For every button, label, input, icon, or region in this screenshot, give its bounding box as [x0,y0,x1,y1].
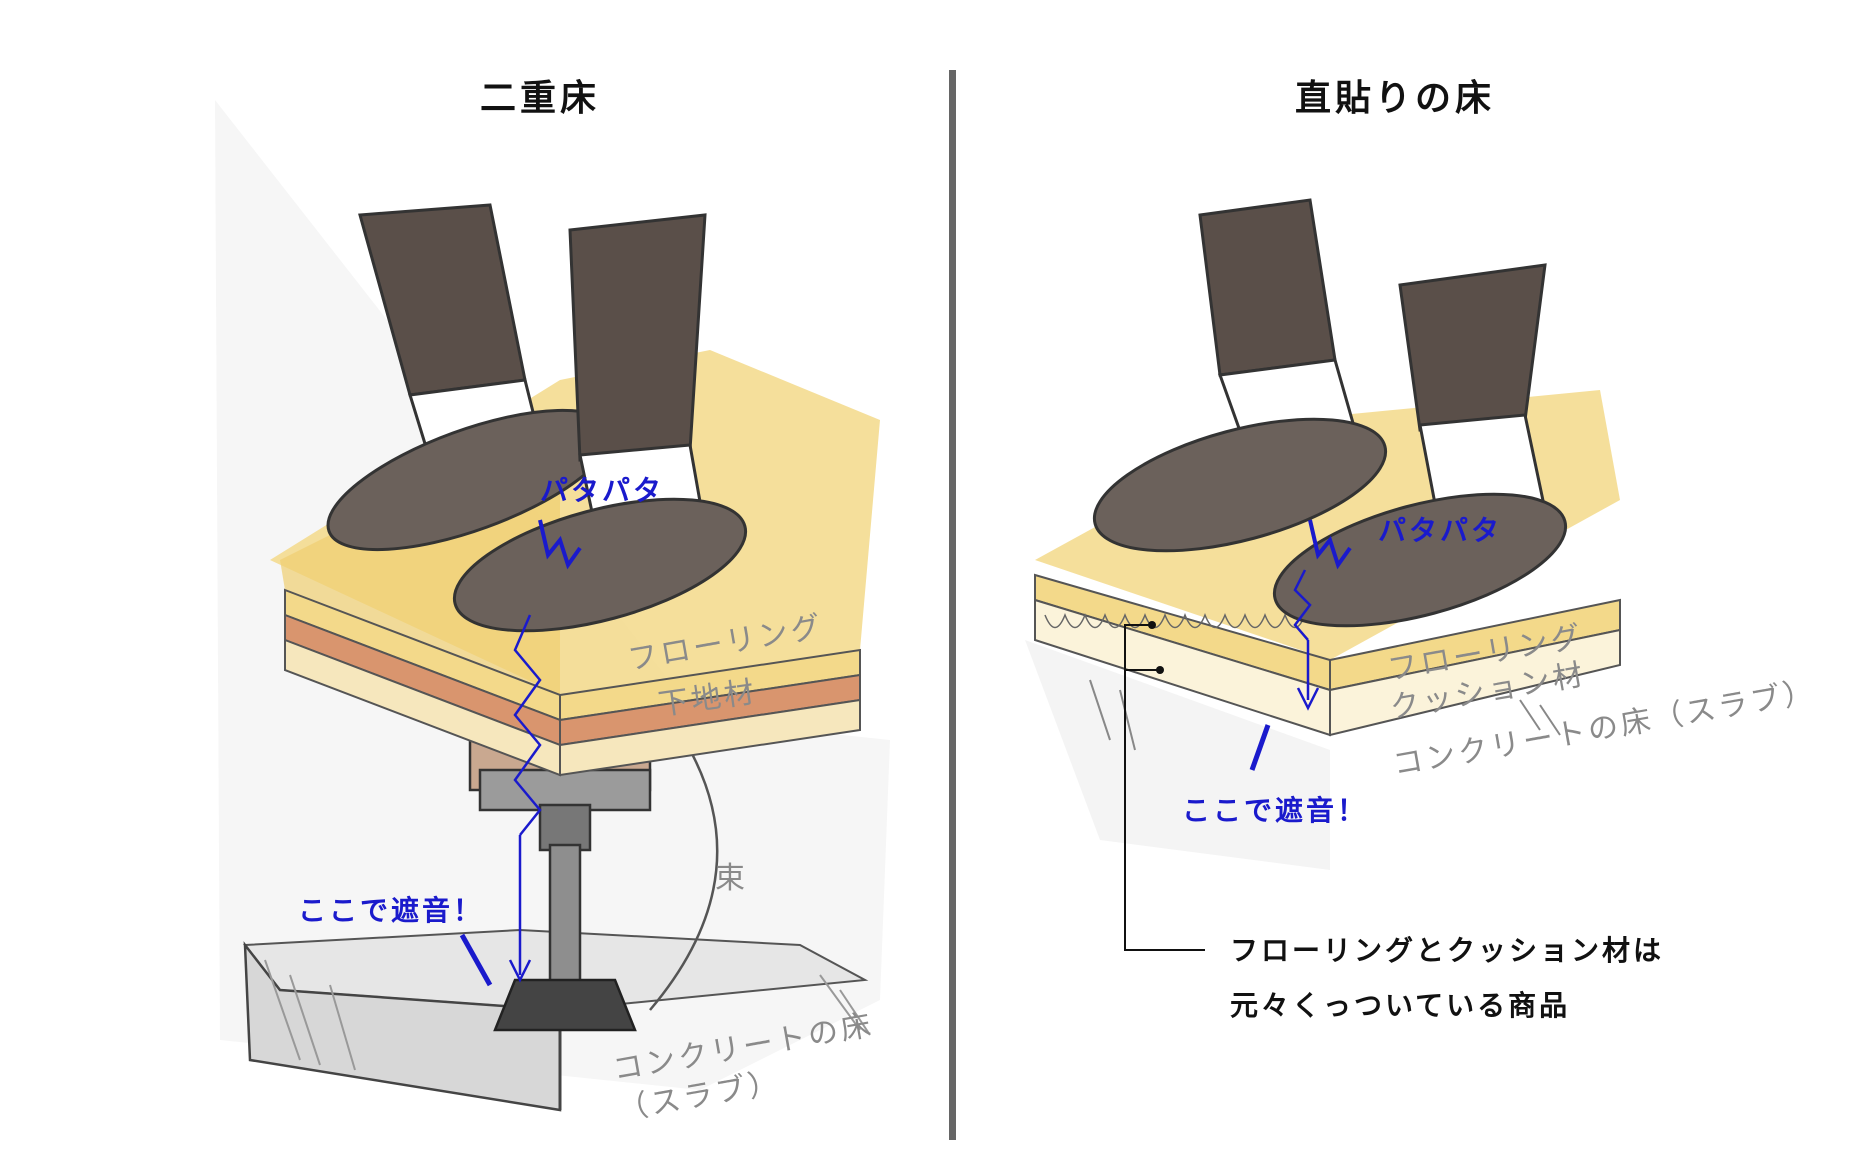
right-leg-back [1198,198,1337,377]
right-leader-line [1124,624,1205,951]
left-soundproof-label: ここで遮音！ [298,894,484,927]
left-sound-label: パタパタ [540,474,664,507]
left-sound-zigzag [513,614,542,836]
right-cushion-wave [1044,612,1306,629]
right-sound-arrowhead [1296,687,1320,711]
right-note-line2: 元々くっついている商品 [1230,989,1570,1022]
support-bracket-arc [649,749,719,1011]
right-impact-zigzag [1308,519,1352,570]
left-impact-zigzag [538,519,582,570]
right-sound-label: パタパタ [1378,514,1502,547]
right-panel: 直貼りの床 パタパタ ここで遮音！ フローリング クッション材 コン [1025,78,1819,1022]
right-note-line1: フローリングとクッション材は [1230,934,1664,967]
right-title: 直貼りの床 [1295,78,1495,119]
left-leg-front [568,213,707,462]
left-slipper-front [452,497,748,633]
support-rod [548,843,582,992]
right-leg-front [1398,263,1547,432]
left-pointer [459,933,493,987]
right-ground-shadow [1025,640,1330,870]
right-pointer [1249,724,1271,771]
right-slipper-back [1092,417,1388,553]
left-sound-arrowhead [508,959,532,983]
left-slab-hatch [264,959,871,1071]
right-sound-zigzag [1293,569,1312,641]
panel-divider [949,70,956,1140]
support-rubber-base [493,978,637,1032]
left-base-layer-right [559,698,861,777]
right-slipper-front [1272,492,1568,628]
left-support-label: 束 [715,861,748,896]
support-plate [478,768,652,812]
right-slab-hatch [1089,679,1561,751]
left-title: 二重床 [480,78,600,119]
support-nut [538,803,592,852]
right-cushion-layer-right [1329,628,1621,737]
right-soundproof-label: ここで遮音！ [1182,794,1368,827]
left-panel: 二重床 [215,78,890,1128]
